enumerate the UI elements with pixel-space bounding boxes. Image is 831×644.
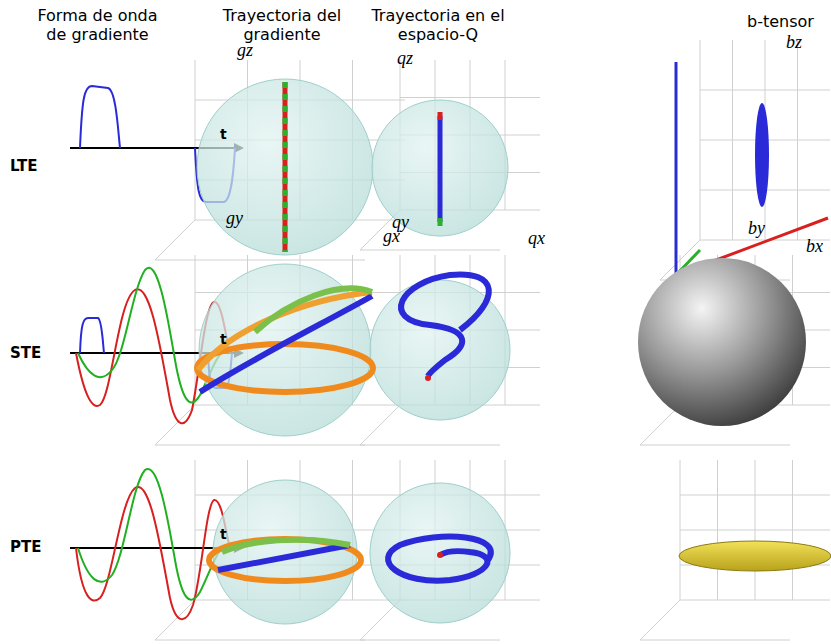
grid-frame [155,460,405,640]
grid-frame [360,255,540,445]
axis-label: gy [226,208,243,229]
time-axis-label: t [220,126,227,142]
column-header: Forma de onda de gradiente [30,6,165,44]
time-axis-label: t [220,331,227,347]
axis-label: gz [237,40,253,61]
column-header: Trayectoria en el espacio-Q [368,6,508,44]
time-axis-label: t [220,526,227,542]
grid-frame [360,60,540,250]
grid-frame [360,460,540,640]
axis-label: bx [806,236,823,257]
grid-frame [640,460,830,640]
axis-label: qy [392,212,409,233]
column-header: b-tensor [733,12,828,31]
axis-label: qz [397,48,413,69]
row-label: LTE [10,157,38,175]
grid-frame [155,60,405,260]
row-label: STE [10,344,41,362]
row-label: PTE [10,538,41,556]
grid-frame [660,40,830,280]
axis-label: qx [528,228,545,249]
axis-label: by [748,218,765,239]
grid-frame [155,255,405,445]
column-header: Trayectoria del gradiente [212,6,352,44]
axis-label: bz [786,32,802,53]
